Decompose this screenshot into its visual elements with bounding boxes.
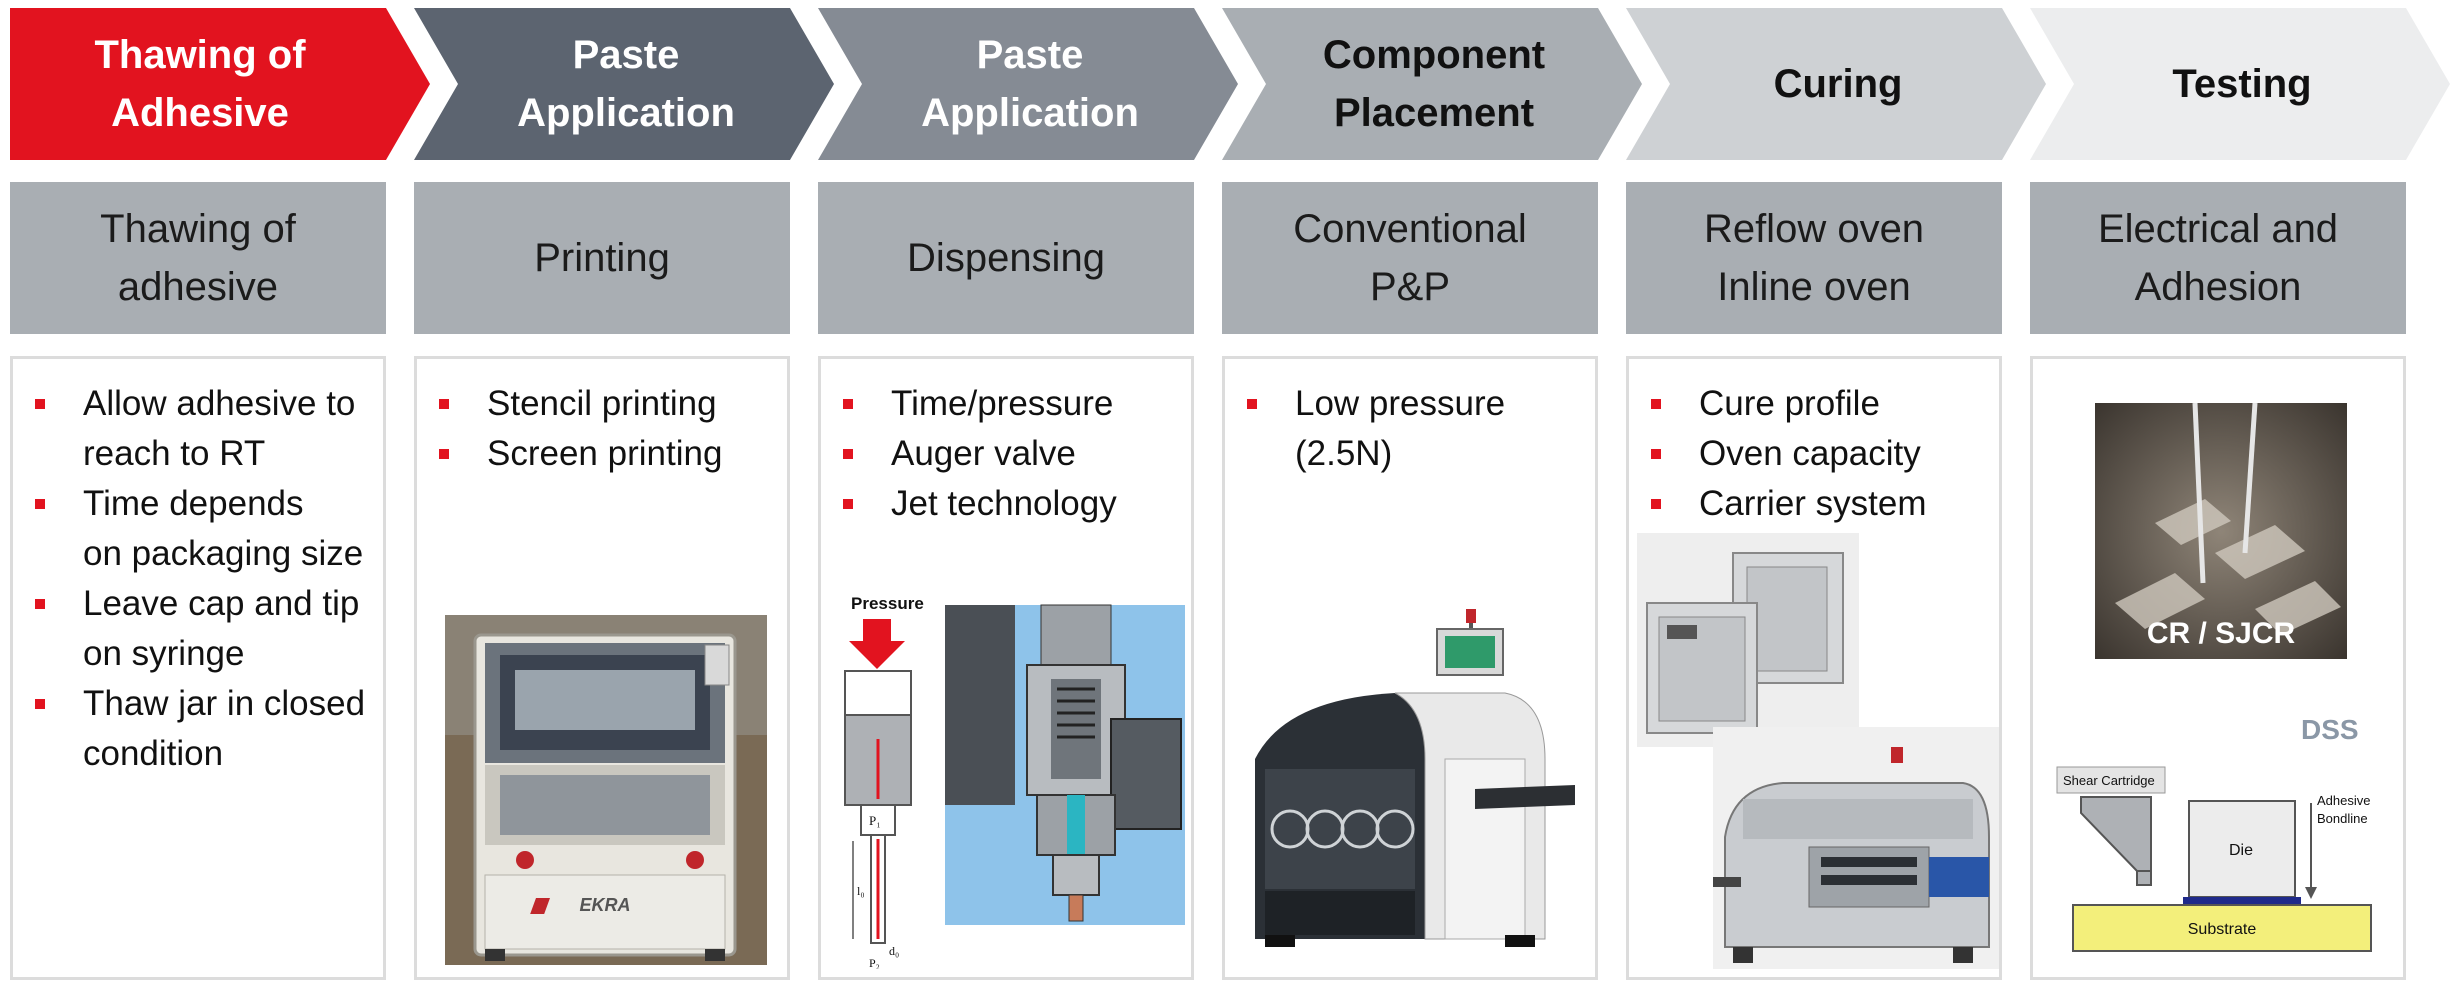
bullet-item: Auger valve [821,429,1191,479]
die-label: Die [2229,842,2253,859]
shear-cartridge-label: Shear Cartridge [2063,773,2155,788]
pressure-label: Pressure [851,594,924,613]
pick-and-place-machine-image [1255,609,1575,947]
step-header-thawing: Thawing of adhesive [10,182,386,334]
step-arrow-label: Testing [2172,62,2312,106]
step-header-label: Printing [534,236,670,280]
bullet-item: Low pressure (2.5N) [1225,379,1595,479]
step-header-label: Dispensing [907,236,1105,280]
step-header-label: Electrical and Adhesion [2097,207,2339,309]
step-arrow-curing: Curing [1626,8,2046,160]
bullet-list: Stencil printing Screen printing [417,359,787,479]
step-panel-curing: Cure profile Oven capacity Carrier syste… [1626,356,2002,980]
batch-oven-image [1637,533,1859,747]
bullet-item: Time depends on packaging size [13,479,383,579]
ekra-logo: EKRA [579,895,630,915]
bullet-item: Allow adhesive to reach to RT [13,379,383,479]
step-header-testing: Electrical and Adhesion [2030,182,2406,334]
l0-label: l₀ [857,884,865,898]
step-arrow-paste-application-printing: Paste Application [414,8,834,160]
step-arrow-label: Curing [1773,62,1903,106]
p2-label: P₂ [869,956,880,969]
step-header-placement: Conventional P&P [1222,182,1598,334]
bullet-list: Low pressure (2.5N) [1225,359,1595,479]
bullet-item: Leave cap and tip on syringe [13,579,383,679]
step-arrow-testing: Testing [2030,8,2450,160]
step-arrow-label: Component Placement [1322,33,1546,135]
bullet-item: Cure profile [1629,379,1999,429]
step-header-label: Conventional P&P [1293,207,1527,309]
bullet-list: Allow adhesive to reach to RT Time depen… [13,359,383,779]
step-panel-thawing: Allow adhesive to reach to RT Time depen… [10,356,386,980]
dss-title: DSS [2301,714,2359,745]
bullet-item: Oven capacity [1629,429,1999,479]
step-arrow-label: Paste Application [517,33,735,135]
step-arrow-component-placement: Component Placement [1222,8,1642,160]
bullet-item: Time/pressure [821,379,1191,429]
step-header-label: Reflow oven Inline oven [1703,207,1925,309]
step-panel-placement: Low pressure (2.5N) [1222,356,1598,980]
step-header-dispensing: Dispensing [818,182,1194,334]
step-panel-dispensing: Time/pressure Auger valve Jet technology… [818,356,1194,980]
p1-label: P₁ [869,813,881,828]
inline-reflow-oven-image [1713,727,1999,969]
bullet-list: Time/pressure Auger valve Jet technology [821,359,1191,529]
dispensing-diagram: Pressure P₁ l₀ d₀ P₂ [844,594,1185,969]
bullet-list: Cure profile Oven capacity Carrier syste… [1629,359,1999,529]
cr-sjcr-caption: CR / SJCR [2147,617,2296,650]
step-arrow-label: Thawing of Adhesive [94,33,306,135]
step-header-label: Thawing of adhesive [100,207,296,309]
step-arrow-thawing: Thawing of Adhesive [10,8,430,160]
stencil-printer-image: EKRA [445,615,767,965]
step-header-curing: Reflow oven Inline oven [1626,182,2002,334]
step-panel-printing: Stencil printing Screen printing EKRA [414,356,790,980]
step-header-printing: Printing [414,182,790,334]
substrate-label: Substrate [2188,921,2257,938]
d0-label: d₀ [889,944,899,958]
probe-photo: CR / SJCR [2095,403,2347,659]
step-arrow-label: Paste Application [921,33,1139,135]
bullet-item: Carrier system [1629,479,1999,529]
bullet-item: Thaw jar in closed condition [13,679,383,779]
bullet-item: Stencil printing [417,379,787,429]
bullet-item: Jet technology [821,479,1191,529]
bullet-item: Screen printing [417,429,787,479]
step-arrow-paste-application-dispensing: Paste Application [818,8,1238,160]
arrow-down-icon [849,619,905,669]
step-panel-testing: CR / SJCR DSS Shear Cartridge Die Adhesi… [2030,356,2406,980]
